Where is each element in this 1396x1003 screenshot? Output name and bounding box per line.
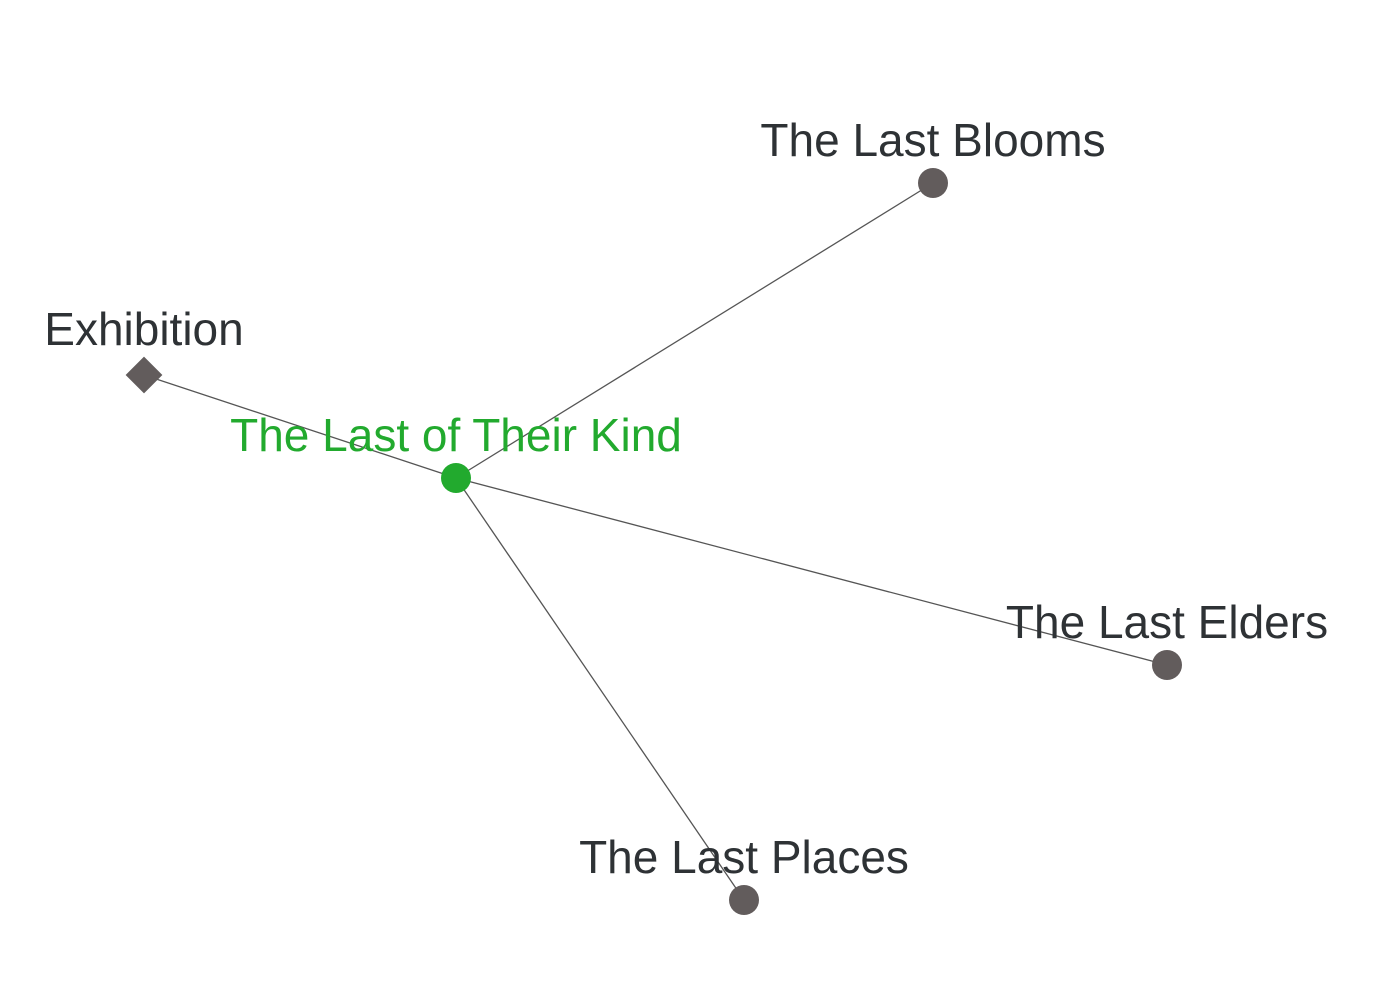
node-central-dot[interactable] — [441, 463, 471, 493]
node-exhibition-diamond[interactable] — [125, 356, 163, 394]
node-elders-label: The Last Elders — [1006, 596, 1328, 648]
node-central-label: The Last of Their Kind — [230, 409, 682, 461]
node-blooms-dot[interactable] — [918, 168, 948, 198]
edge-central-exhibition — [143, 374, 457, 479]
edge-central-blooms — [455, 182, 934, 479]
nodes-layer — [125, 168, 1182, 915]
node-elders-dot[interactable] — [1152, 650, 1182, 680]
labels-layer: The Last of Their Kind The Last Blooms E… — [44, 114, 1328, 883]
edge-central-elders — [455, 477, 1168, 666]
node-blooms-label: The Last Blooms — [760, 114, 1105, 166]
node-exhibition-label: Exhibition — [44, 303, 243, 355]
node-places-label: The Last Places — [579, 831, 909, 883]
edge-central-places — [455, 477, 745, 901]
node-places-dot[interactable] — [729, 885, 759, 915]
edges-layer — [143, 182, 1168, 901]
